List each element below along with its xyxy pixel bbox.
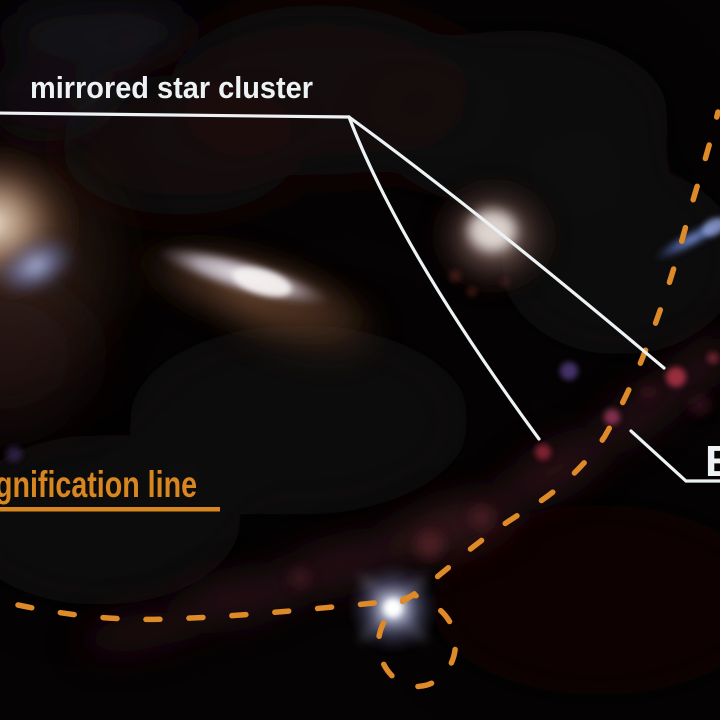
- mirrored-pointer-right: [347, 115, 666, 370]
- sunrise-arc: [6, 337, 720, 653]
- magnification-dashed-line: [15, 109, 720, 690]
- bright-star: [347, 562, 439, 654]
- mirrored-cluster-knot-1: [666, 367, 686, 387]
- magnification-label-underline: [0, 507, 220, 512]
- pink-knot: [604, 409, 620, 425]
- leader-lines: [0, 111, 720, 483]
- labels: mirrored star cluster gnification line E: [0, 70, 720, 512]
- arc-knots: [6, 352, 719, 462]
- round-fuzzy-galaxy: [422, 170, 566, 302]
- dust-clouds: [0, 5, 720, 695]
- purple-knot: [560, 362, 578, 380]
- red-knot-edge: [707, 352, 719, 364]
- mirrored-cluster-knot-2: [535, 444, 551, 460]
- blue-streak-tip: [701, 217, 720, 237]
- mirrored-pointer-left: [347, 115, 541, 441]
- mirrored-label-underline: [0, 111, 351, 119]
- blue-fuzzy-galaxy: [0, 234, 80, 298]
- magnification-line-label: gnification line: [0, 464, 197, 505]
- faint-purple-knot-left: [6, 446, 22, 462]
- foreground-galaxies: [0, 112, 720, 430]
- mirrored-star-cluster-label: mirrored star cluster: [30, 70, 313, 105]
- earendel-pointer: [629, 429, 720, 483]
- earendel-label: E: [705, 437, 720, 486]
- edge-on-galaxy: [124, 232, 380, 351]
